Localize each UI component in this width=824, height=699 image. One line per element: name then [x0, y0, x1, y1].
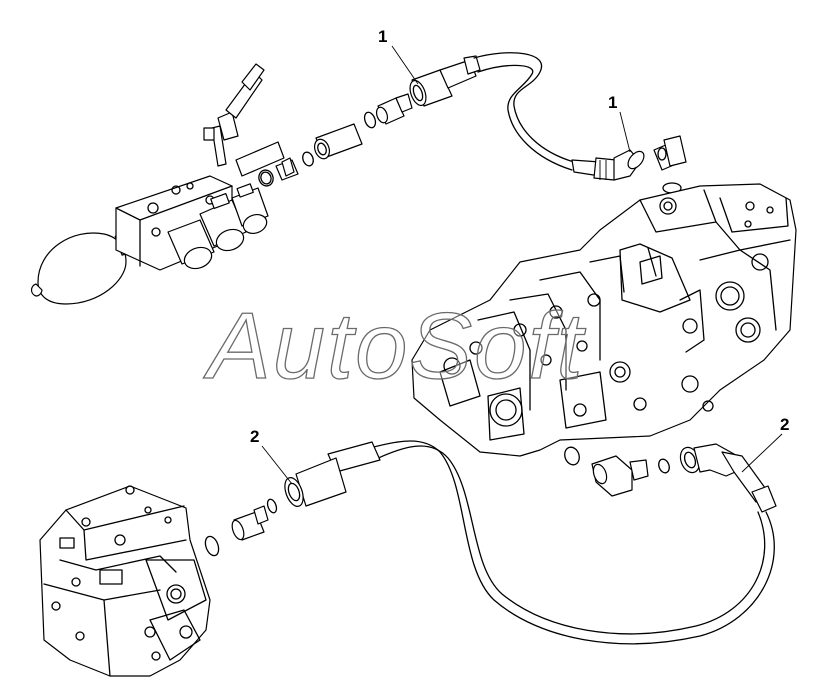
callout-1-upper-left: 1	[378, 27, 387, 46]
accumulator-manifold	[30, 63, 285, 305]
lower-right-fittings	[564, 446, 670, 497]
elbow-fitting-upper	[653, 135, 687, 194]
solenoid-valves	[167, 183, 269, 270]
upper-fitting-stack	[258, 93, 413, 187]
callout-1-upper-right: 1	[608, 93, 617, 112]
watermark-text: AutoSoft	[203, 293, 586, 398]
control-valve-block	[411, 183, 797, 457]
hydraulic-pump	[39, 485, 211, 677]
pump-fittings	[204, 498, 278, 557]
callout-2-lower-left: 2	[250, 427, 259, 446]
hose-assembly-1	[409, 52, 645, 181]
callout-2-lower-right: 2	[780, 415, 789, 434]
hose-assembly-2	[284, 440, 777, 645]
callout-leaders	[261, 45, 783, 485]
